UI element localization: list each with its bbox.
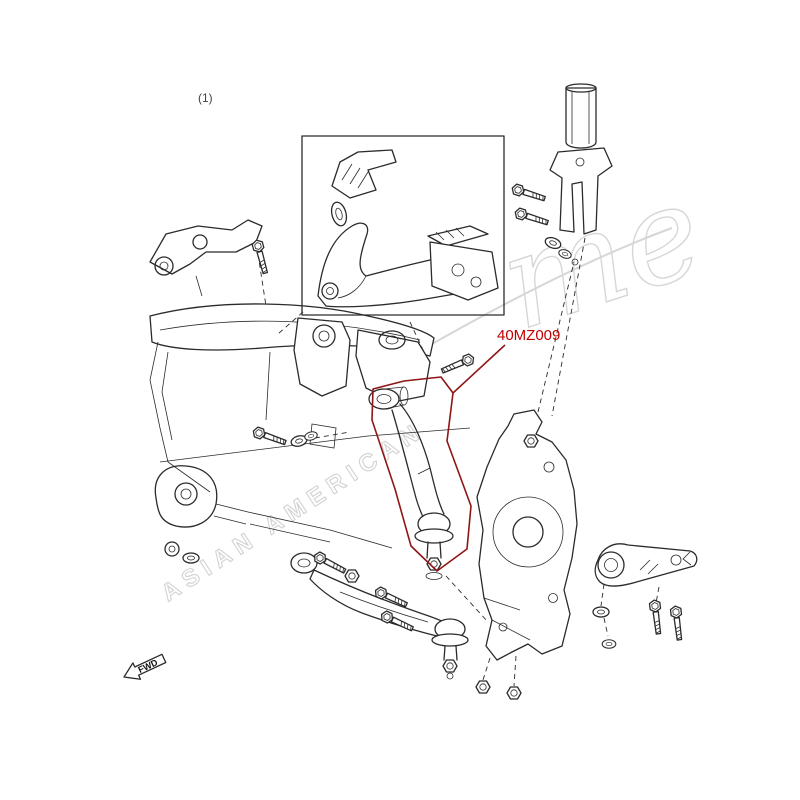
lower-control-arm [290,552,469,680]
fwd-arrow: FWD [123,653,167,680]
strut-fork [510,83,613,266]
bolt [250,425,288,449]
upper-control-arm [317,149,499,308]
retainer-ring [164,541,180,557]
corner-mark: (1) [198,91,213,105]
inset-box [301,135,505,316]
idler-arm [592,543,698,649]
castle-nut [442,659,458,673]
watermark-swoosh [417,227,673,353]
highlight-leader-line [452,344,506,394]
inset-box-frame [301,135,505,316]
nut [475,680,491,694]
washer [592,606,610,618]
subframe [149,219,435,549]
nut [506,686,522,700]
nut [344,569,360,583]
part-highlight: 40MZ009 [371,327,560,572]
small-hardware [164,238,360,583]
leader-lines [159,237,660,687]
ball-joint [414,512,454,580]
ball-joint [431,618,469,680]
nut [523,434,539,448]
bolt [250,238,271,276]
bolt [669,604,686,642]
washer [182,552,200,564]
highlighted-lateral-link [368,352,477,580]
washer [601,639,617,649]
steering-knuckle [475,409,578,700]
washer [571,258,579,266]
fwd-arrow-shape [123,653,167,680]
part-number-label: 40MZ009 [497,327,560,344]
bolt [648,598,665,636]
highlight-outline [371,376,472,572]
bolt [439,352,477,377]
